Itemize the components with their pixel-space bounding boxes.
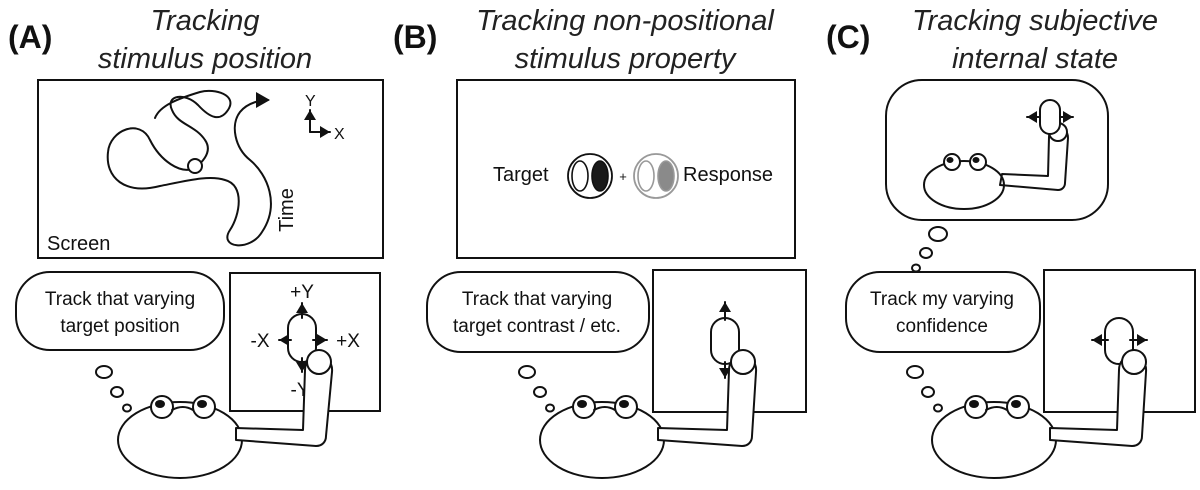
panel-c: (C) Tracking subjective internal state T… [826, 5, 1196, 479]
stimulus-trajectory-loop [154, 90, 232, 169]
frog-c [931, 349, 1148, 479]
thought-text-line1: Track that varying [45, 289, 195, 310]
target-stimulus [567, 153, 613, 199]
panel-a-letter: (A) [8, 19, 52, 55]
stimulus-dot [187, 158, 203, 174]
panel-b-letter: (B) [393, 19, 437, 55]
thought-b-text-line2: target contrast / etc. [453, 316, 621, 337]
stimulus-trajectory [106, 92, 272, 247]
joystick-plus-x: +X [336, 331, 360, 352]
frog-b [539, 349, 758, 479]
panel-b-title-line1: Tracking non-positional [476, 5, 775, 37]
frog-c-small [923, 99, 1074, 210]
thought-bubble-b [426, 271, 650, 353]
response-stimulus [633, 153, 679, 199]
panel-a-title-line2: stimulus position [98, 43, 312, 75]
mini-x-label: X [334, 126, 345, 143]
time-label: Time [276, 188, 298, 232]
thought-text-line2: target position [60, 316, 179, 337]
joystick-plus-y: +Y [290, 282, 314, 303]
fixation-cross: + [619, 169, 627, 184]
thought-bubble [15, 271, 225, 351]
mini-y-label: Y [305, 93, 316, 110]
panel-c-letter: (C) [826, 19, 870, 55]
target-label: Target [493, 164, 549, 186]
panel-c-title-line1: Tracking subjective [912, 5, 1158, 37]
screen-frame [37, 79, 384, 259]
frog-a [117, 349, 334, 479]
screen-frame-b [456, 79, 796, 259]
panel-a-title-line1: Tracking [150, 5, 259, 37]
panel-b: (B) Tracking non-positional stimulus pro… [393, 5, 807, 479]
frog-body [117, 401, 243, 479]
panel-b-title-line2: stimulus property [515, 43, 737, 75]
joystick-minus-x: -X [251, 331, 270, 352]
thought-c-text-line1: Track my varying [870, 289, 1014, 310]
response-label: Response [683, 164, 773, 186]
panel-c-title-line2: internal state [952, 43, 1118, 75]
thought-b-text-line1: Track that varying [462, 289, 612, 310]
screen-label: Screen [47, 233, 110, 255]
thought-c-text-line2: confidence [896, 316, 988, 337]
thought-bubble-c [845, 271, 1041, 353]
panel-a: (A) Tracking stimulus position Y X Time … [8, 5, 384, 479]
